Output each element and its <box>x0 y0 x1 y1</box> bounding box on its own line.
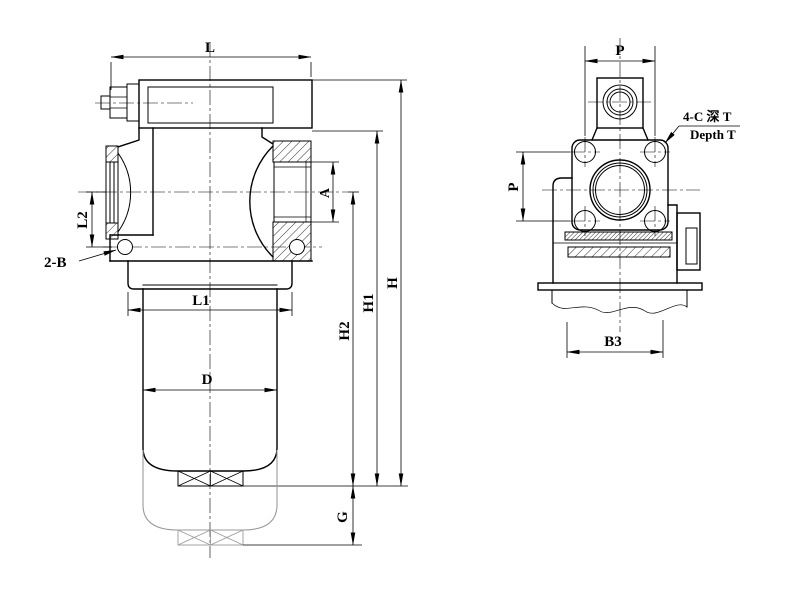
dim-L1: L1 <box>127 292 293 316</box>
side-centerlines <box>542 38 700 332</box>
dim-B3: B3 <box>566 320 664 358</box>
dim-P-left: P <box>506 151 570 222</box>
head-body <box>117 127 274 236</box>
side-view: P P B3 4-C 深 T Depth T <box>506 38 740 358</box>
dim-G: G <box>335 485 356 546</box>
tapped-hole <box>644 141 666 163</box>
dim-label-H1: H1 <box>361 293 377 312</box>
right-port <box>249 140 312 262</box>
note-label-depth: Depth T <box>690 127 736 142</box>
left-port <box>105 145 132 240</box>
dim-L: L <box>110 40 312 90</box>
mounting-feet <box>109 234 313 262</box>
dim-P-top: P <box>584 43 656 136</box>
mount-hole-left <box>117 239 133 255</box>
dim-label-P-left: P <box>506 182 522 191</box>
dim-label-P-top: P <box>615 43 624 59</box>
dim-label-D: D <box>202 372 213 388</box>
bowl-flange <box>127 260 293 290</box>
dim-label-L1: L1 <box>192 293 210 309</box>
phantom-bowl-extension <box>142 450 362 546</box>
break-line <box>551 289 688 314</box>
body-lip <box>537 282 703 291</box>
gasket-band <box>564 231 673 241</box>
side-body <box>537 177 703 291</box>
note-label-4C: 4-C 深 T <box>683 109 732 124</box>
dim-H1: H1 <box>312 130 383 487</box>
head-cover <box>138 79 313 129</box>
dim-label-B3: B3 <box>604 334 622 350</box>
dim-D: D <box>142 372 278 393</box>
dim-label-H2: H2 <box>337 321 353 340</box>
dim-label-L2: L2 <box>75 211 91 229</box>
dim-H: H <box>312 79 407 487</box>
dim-label-A: A <box>318 187 333 198</box>
dim-label-G: G <box>335 511 351 523</box>
mount-holes-note: 2-B <box>44 249 117 271</box>
dim-A: A <box>311 161 339 223</box>
mounting-flange <box>571 139 669 232</box>
indicator-boss <box>591 77 649 141</box>
tapped-hole <box>574 141 596 163</box>
tapped-hole-note: 4-C 深 T Depth T <box>664 109 740 144</box>
front-centerlines <box>78 42 348 558</box>
nameplate-boss <box>676 212 701 271</box>
note-label-2B: 2-B <box>44 255 67 271</box>
mount-hole-right <box>289 239 305 255</box>
dim-H2: H2 <box>337 191 359 487</box>
front-view: L L1 L2 2-B A D <box>44 40 408 558</box>
bottom-cap <box>177 470 408 487</box>
dim-label-H: H <box>385 277 401 289</box>
clogging-indicator-bolt <box>100 83 140 122</box>
port-circle <box>589 159 651 221</box>
dim-L2: L2 <box>75 191 112 248</box>
dim-label-L: L <box>205 40 215 56</box>
hatch-band <box>567 246 671 258</box>
